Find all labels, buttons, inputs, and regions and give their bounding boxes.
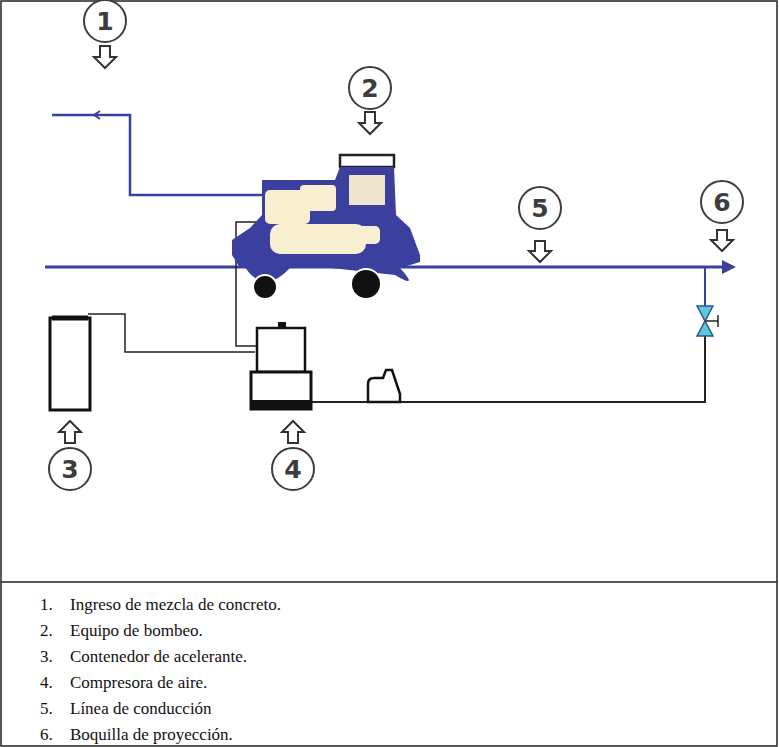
list-number: 1. xyxy=(40,595,53,615)
air-compressor xyxy=(251,322,311,409)
list-number: 6. xyxy=(40,725,53,745)
list-text: Ingreso de mezcla de concreto. xyxy=(70,595,281,615)
callout-arrows xyxy=(59,46,733,443)
callout-number: 6 xyxy=(713,188,730,217)
callout-circle: 6 xyxy=(700,180,744,224)
callout-circle: 2 xyxy=(348,66,392,110)
list-number: 5. xyxy=(40,699,53,719)
list-number: 4. xyxy=(40,673,53,693)
accelerant-line xyxy=(88,314,255,352)
callout-number: 3 xyxy=(61,455,78,484)
nozzle-arrow xyxy=(722,260,736,274)
list-number: 2. xyxy=(40,621,53,641)
inlet-line xyxy=(52,115,265,195)
list-text: Equipo de bombeo. xyxy=(70,621,203,641)
dosing-unit xyxy=(368,370,400,402)
accelerant-container xyxy=(50,318,90,410)
additive-line xyxy=(312,336,705,402)
separator xyxy=(1,581,777,583)
pump-truck xyxy=(232,155,420,299)
valve-riser xyxy=(704,268,706,306)
callout-number: 2 xyxy=(361,74,378,103)
callout-circle: 3 xyxy=(48,447,92,491)
list-text: Contenedor de acelerante. xyxy=(70,647,247,667)
inlet-tick xyxy=(94,111,100,119)
list-text: Boquilla de proyección. xyxy=(70,725,233,745)
valve-symbol xyxy=(697,321,713,336)
callout-circle: 4 xyxy=(271,447,315,491)
list-number: 3. xyxy=(40,647,53,667)
callout-number: 1 xyxy=(96,7,113,36)
callout-number: 5 xyxy=(531,194,548,223)
list-text: Línea de conducción xyxy=(70,699,212,719)
callout-circle: 1 xyxy=(83,0,127,43)
callout-number: 4 xyxy=(284,455,301,484)
list-text: Compresora de aire. xyxy=(70,673,207,693)
valve-symbol xyxy=(697,306,713,321)
callout-circle: 5 xyxy=(518,186,562,230)
